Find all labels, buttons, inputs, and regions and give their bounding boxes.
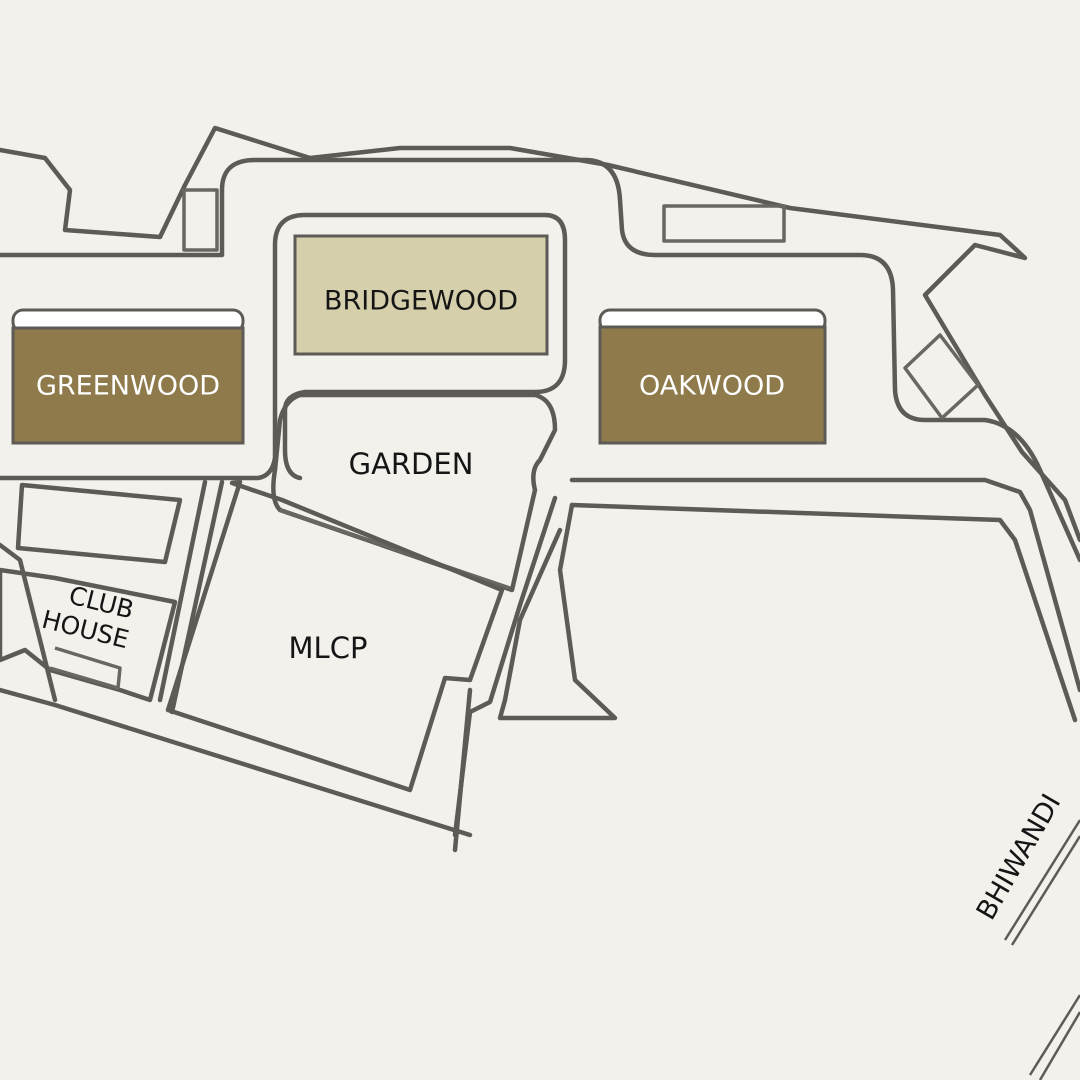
mlcp-boundary bbox=[165, 479, 505, 793]
road-edge-east-inner bbox=[569, 502, 1078, 723]
garden-boundary bbox=[271, 392, 558, 593]
tower-oakwood-block bbox=[598, 325, 827, 445]
utility-block-nw bbox=[182, 188, 219, 252]
internal-road-outer bbox=[0, 157, 1080, 563]
road-label-bhiwandi: BHIWANDI bbox=[971, 789, 1068, 925]
south-boundary-west bbox=[0, 687, 473, 838]
tower-greenwood[interactable]: GREENWOOD bbox=[11, 308, 245, 445]
garden-label: GARDEN bbox=[349, 447, 474, 481]
mlcp-label: MLCP bbox=[289, 631, 368, 665]
tower-bridgewood-block bbox=[293, 234, 549, 356]
club-house-boundary bbox=[0, 567, 178, 703]
tower-bridgewood-label: BRIDGEWOOD bbox=[324, 286, 518, 317]
tower-greenwood-block bbox=[11, 326, 245, 445]
tower-greenwood-label: GREENWOOD bbox=[36, 371, 220, 402]
main-road-line-b bbox=[1010, 835, 1080, 946]
main-road-line-d bbox=[1038, 1011, 1080, 1080]
south-boundary-west-top bbox=[0, 542, 58, 703]
main-road-line-c bbox=[1028, 994, 1080, 1076]
utility-block-ne bbox=[662, 204, 786, 243]
club-house-label: CLUB HOUSE bbox=[39, 581, 137, 655]
south-spur-west bbox=[452, 495, 558, 838]
club-house-top-block bbox=[15, 482, 183, 565]
south-spur-east bbox=[497, 502, 618, 721]
road-edge-east bbox=[569, 477, 1080, 693]
tower-bridgewood[interactable]: BRIDGEWOOD bbox=[293, 234, 549, 356]
service-road-west-b bbox=[169, 479, 225, 715]
tower-oakwood-label: OAKWOOD bbox=[639, 371, 785, 402]
tower-oakwood[interactable]: OAKWOOD bbox=[598, 308, 827, 445]
main-road-line-a bbox=[1003, 819, 1080, 941]
utility-block-east bbox=[903, 333, 980, 420]
garden-mlcp-divider bbox=[279, 508, 511, 590]
south-spur-tip bbox=[452, 687, 473, 853]
club-house-annex bbox=[49, 646, 122, 690]
service-road-west-a bbox=[157, 479, 208, 703]
